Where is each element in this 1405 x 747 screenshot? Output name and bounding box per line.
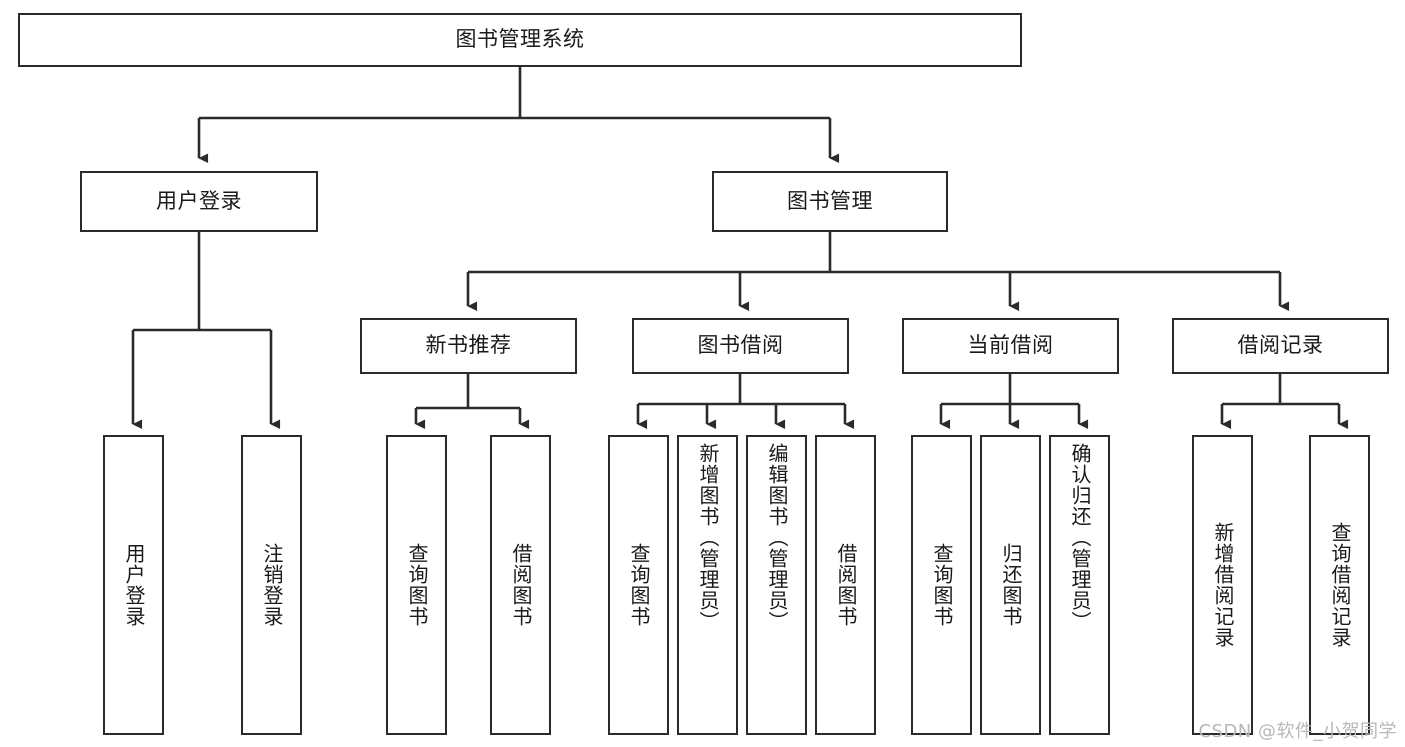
node-label: 新书推荐 — [425, 333, 512, 358]
node-label: 新增借阅记录 — [1211, 522, 1235, 648]
node-label: 查询图书 — [627, 543, 651, 627]
node-label: 当前借阅 — [967, 333, 1054, 358]
leaf-records-add-record[interactable]: 新增借阅记录 — [1192, 435, 1253, 735]
node-book-borrow[interactable]: 图书借阅 — [632, 318, 849, 374]
node-label: 归还图书 — [999, 543, 1023, 627]
leaf-recommend-query-book[interactable]: 查询图书 — [386, 435, 447, 735]
leaf-borrow-query-book[interactable]: 查询图书 — [608, 435, 669, 735]
node-label: 图书管理 — [787, 188, 873, 213]
node-label: 查询图书 — [405, 543, 429, 627]
node-root-system[interactable]: 图书管理系统 — [18, 13, 1022, 67]
leaf-recommend-borrow-book[interactable]: 借阅图书 — [490, 435, 551, 735]
node-label: 新增图书（管理员） — [696, 443, 720, 632]
node-label: 借阅图书 — [509, 543, 533, 627]
leaf-user-login[interactable]: 用户登录 — [103, 435, 164, 735]
node-borrow-records[interactable]: 借阅记录 — [1172, 318, 1389, 374]
leaf-borrow-add-book-admin[interactable]: 新增图书（管理员） — [677, 435, 738, 735]
node-label: 用户登录 — [156, 188, 242, 213]
leaf-user-logout[interactable]: 注销登录 — [241, 435, 302, 735]
node-current-borrow[interactable]: 当前借阅 — [902, 318, 1119, 374]
node-label: 借阅记录 — [1237, 333, 1324, 358]
node-label: 图书借阅 — [697, 333, 784, 358]
leaf-current-confirm-return-admin[interactable]: 确认归还（管理员） — [1049, 435, 1110, 735]
node-label: 注销登录 — [260, 543, 284, 627]
node-user-login[interactable]: 用户登录 — [80, 171, 318, 232]
node-label: 查询借阅记录 — [1328, 522, 1352, 648]
leaf-records-query-record[interactable]: 查询借阅记录 — [1309, 435, 1370, 735]
leaf-borrow-edit-book-admin[interactable]: 编辑图书（管理员） — [746, 435, 807, 735]
leaf-current-return-book[interactable]: 归还图书 — [980, 435, 1041, 735]
leaf-borrow-borrow-book[interactable]: 借阅图书 — [815, 435, 876, 735]
node-label: 编辑图书（管理员） — [765, 443, 789, 632]
csdn-watermark: CSDN @软件_小贺同学 — [1198, 721, 1397, 742]
node-label: 确认归还（管理员） — [1068, 443, 1092, 632]
node-label: 借阅图书 — [834, 543, 858, 627]
node-label: 用户登录 — [122, 543, 146, 627]
node-new-book-recommend[interactable]: 新书推荐 — [360, 318, 577, 374]
node-book-management[interactable]: 图书管理 — [712, 171, 948, 232]
leaf-current-query-book[interactable]: 查询图书 — [911, 435, 972, 735]
node-label: 查询图书 — [930, 543, 954, 627]
node-label: 图书管理系统 — [455, 27, 585, 52]
